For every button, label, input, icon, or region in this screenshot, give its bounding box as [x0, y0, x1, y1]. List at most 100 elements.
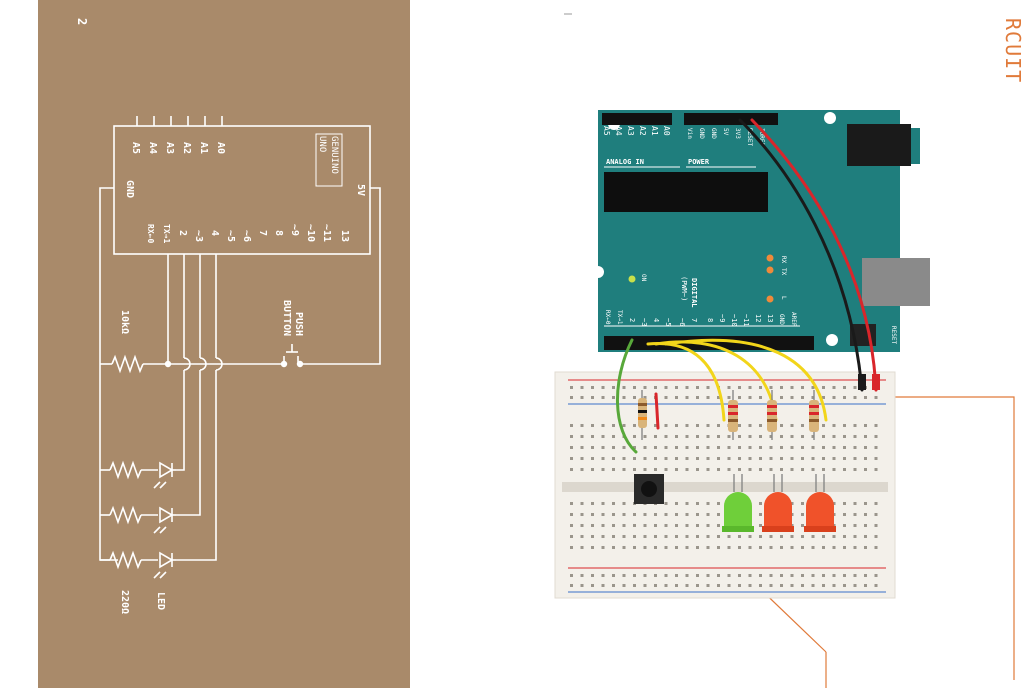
resistor-220-breadboard: [809, 390, 819, 440]
breadboard-hole: [748, 574, 752, 577]
breadboard-hole: [738, 574, 741, 577]
page-margin: [0, 0, 38, 688]
breadboard-hole: [654, 386, 657, 389]
breadboard-hole: [570, 435, 573, 438]
led-green: [722, 474, 754, 532]
breadboard-hole: [685, 574, 689, 577]
breadboard-hole: [874, 513, 878, 516]
breadboard-hole: [706, 502, 710, 505]
breadboard-hole: [769, 546, 773, 549]
board-analog-pin: A5: [602, 126, 611, 136]
breadboard-hole: [874, 584, 878, 587]
breadboard-hole: [832, 546, 836, 549]
kraft-page: 2: [0, 0, 410, 688]
breadboard-hole: [727, 574, 731, 577]
breadboard-hole: [706, 435, 710, 438]
breadboard-hole: [685, 396, 689, 399]
breadboard-hole: [853, 468, 857, 471]
breadboard-hole: [685, 584, 689, 587]
breadboard-hole: [769, 535, 773, 538]
led-light-arrow: [159, 571, 167, 579]
breadboard-hole: [759, 513, 762, 516]
board-name: GENUINO: [329, 136, 339, 174]
breadboard: [554, 371, 896, 599]
breadboard-hole: [570, 546, 573, 549]
breadboard-hole: [696, 424, 699, 427]
breadboard-hole: [843, 584, 846, 587]
breadboard-hole: [769, 386, 773, 389]
breadboard-hole: [811, 574, 815, 577]
resistor-220-breadboard: [767, 390, 777, 440]
breadboard-hole: [696, 468, 699, 471]
breadboard-hole: [570, 574, 573, 577]
breadboard-hole: [675, 457, 678, 460]
breadboard-holes: [570, 386, 878, 587]
breadboard-hole: [748, 396, 752, 399]
breadboard-hole: [843, 513, 846, 516]
breadboard-hole: [643, 457, 647, 460]
breadboard-hole: [801, 396, 804, 399]
board-digital-pin: AREF: [790, 312, 797, 327]
junction-dot: [164, 360, 172, 368]
digital-label: DIGITAL: [690, 278, 698, 308]
led-light-arrow: [153, 526, 161, 534]
breadboard-hole: [822, 468, 825, 471]
breadboard-hole: [591, 574, 594, 577]
breadboard-hole: [864, 584, 867, 587]
breadboard-hole: [601, 546, 605, 549]
breadboard-hole: [843, 468, 846, 471]
board-digital-pin: 8: [706, 318, 714, 322]
breadboard-hole: [580, 435, 584, 438]
breadboard-hole: [685, 468, 689, 471]
breadboard-hole: [570, 584, 573, 587]
breadboard-hole: [811, 457, 815, 460]
breadboard-hole: [790, 546, 794, 549]
breadboard-hole: [601, 524, 605, 527]
breadboard-hole: [570, 446, 573, 449]
board-power-pin: 5V: [722, 128, 729, 136]
breadboard-hole: [780, 446, 783, 449]
breadboard-hole: [654, 424, 657, 427]
breadboard-hole: [591, 502, 594, 505]
digital-pin-label: TX→1: [162, 224, 171, 243]
junction-dot: [280, 360, 288, 368]
breadboard-hole: [685, 502, 689, 505]
breadboard-hole: [832, 574, 836, 577]
analog-pin-label: A2: [181, 142, 192, 154]
board-analog-pin: A4: [614, 126, 623, 136]
breadboard-hole: [654, 457, 657, 460]
breadboard-hole: [717, 468, 720, 471]
breadboard-hole: [717, 457, 720, 460]
board-digital-pin: 2: [628, 318, 636, 322]
breadboard-hole: [727, 546, 731, 549]
breadboard-hole: [622, 424, 626, 427]
breadboard-hole: [591, 386, 594, 389]
breadboard-hole: [727, 446, 731, 449]
breadboard-hole: [790, 468, 794, 471]
breadboard-hole: [696, 386, 699, 389]
arduino-board: [592, 110, 930, 352]
breadboard-hole: [843, 546, 846, 549]
breadboard-hole: [748, 535, 752, 538]
breadboard-hole: [874, 435, 878, 438]
board-power-pin: IOREF: [758, 128, 765, 146]
breadboard-hole: [738, 584, 741, 587]
breadboard-hole: [633, 584, 636, 587]
breadboard-hole: [790, 574, 794, 577]
breadboard-hole: [654, 546, 657, 549]
breadboard-hole: [727, 584, 731, 587]
breadboard-hole: [654, 446, 657, 449]
breadboard-hole: [643, 396, 647, 399]
pin5-wire: [176, 370, 217, 561]
breadboard-hole: [664, 468, 668, 471]
breadboard-hole: [685, 457, 689, 460]
breadboard-hole: [874, 468, 878, 471]
breadboard-hole: [738, 546, 741, 549]
breadboard-hole: [727, 435, 731, 438]
breadboard-hole: [622, 584, 626, 587]
breadboard-leds: [722, 474, 836, 532]
board-digital-pin: 7: [690, 318, 698, 322]
breadboard-hole: [570, 468, 573, 471]
breadboard-hole: [748, 457, 752, 460]
